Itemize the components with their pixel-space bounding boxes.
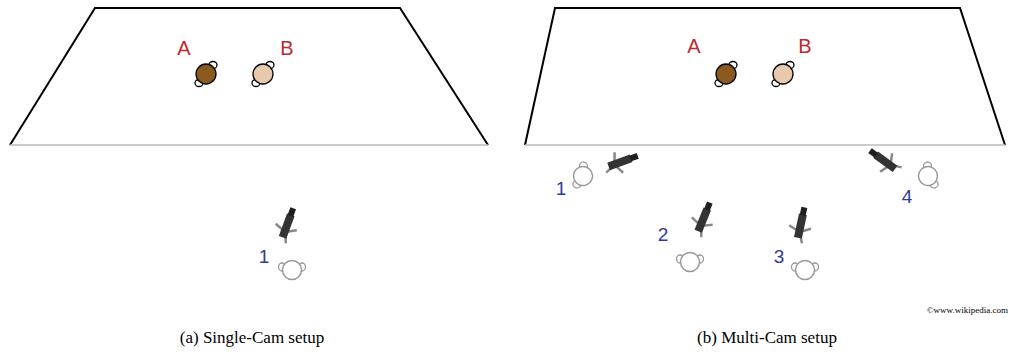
actor-head (715, 62, 737, 87)
person-label: B (798, 36, 811, 56)
person-label: B (280, 38, 293, 58)
operator-head (569, 160, 596, 192)
stage-outline (525, 8, 1005, 145)
camera-symbol (788, 206, 812, 244)
callout-number: 2 (658, 225, 669, 244)
actor-head (252, 62, 274, 87)
operator-head (279, 261, 306, 280)
subfigure-caption: (a) Single-Cam setup (180, 329, 324, 346)
callout-number: 1 (259, 247, 270, 266)
callout-number: 1 (556, 179, 567, 198)
person-label: A (177, 38, 190, 58)
stage-outline (10, 8, 488, 145)
camera-symbol (600, 143, 642, 179)
actor-head (772, 62, 794, 87)
operator-head (914, 160, 941, 192)
operator-head (792, 261, 819, 280)
copyright-note: ©www.wikipedia.com (927, 306, 1008, 315)
subfigure-caption: (b) Multi-Cam setup (697, 329, 837, 346)
camera-symbol (863, 143, 905, 179)
stage-edge (525, 144, 1005, 146)
operator-head (677, 253, 704, 272)
callout-number: 3 (774, 247, 785, 266)
person-label: A (687, 36, 700, 56)
callout-number: 4 (902, 187, 913, 206)
camera-symbol (688, 199, 718, 239)
camera-symbol (272, 205, 301, 245)
stage-edge (10, 144, 488, 146)
actor-head (195, 62, 217, 87)
